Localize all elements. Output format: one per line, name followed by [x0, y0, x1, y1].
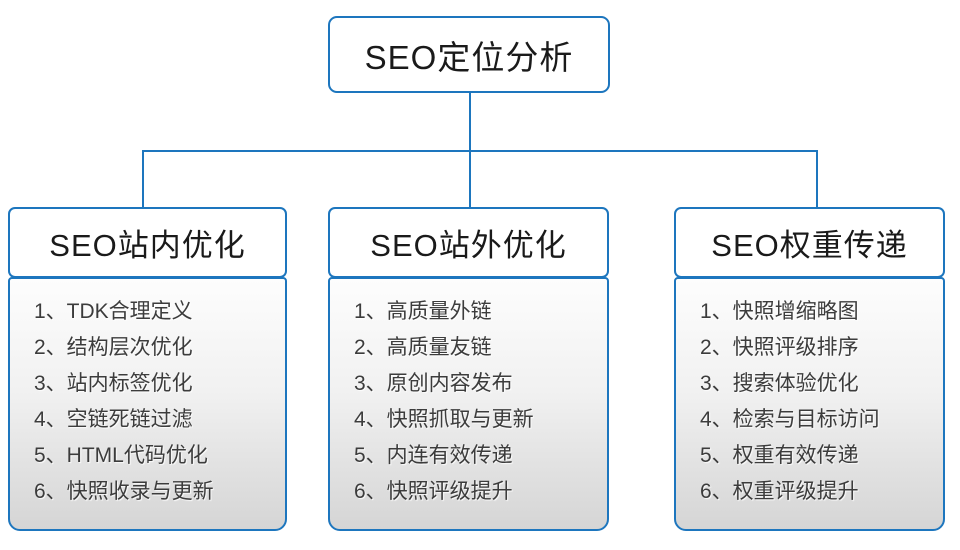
list-item: 2、高质量友链 — [354, 336, 492, 359]
connector-root-stem — [469, 92, 471, 152]
branch-node-offsite: SEO站外优化 — [328, 207, 609, 278]
list-item: 5、内连有效传递 — [354, 444, 513, 467]
branch-node-onsite: SEO站内优化 — [8, 207, 287, 278]
list-item: 1、TDK合理定义 — [34, 300, 193, 323]
branch-list-onsite: 1、TDK合理定义 2、结构层次优化 3、站内标签优化 4、空链死链过滤 5、H… — [8, 277, 287, 531]
branch-node-title: SEO站外优化 — [370, 228, 567, 263]
list-item: 6、快照评级提升 — [354, 480, 513, 503]
list-item: 3、搜索体验优化 — [700, 372, 859, 395]
list-item: 5、HTML代码优化 — [34, 444, 208, 467]
branch-node-weight: SEO权重传递 — [674, 207, 945, 278]
connector-bus-line — [142, 150, 818, 152]
list-item: 6、权重评级提升 — [700, 480, 859, 503]
connector-drop-middle — [469, 150, 471, 208]
list-item: 4、快照抓取与更新 — [354, 408, 534, 431]
list-item: 3、站内标签优化 — [34, 372, 193, 395]
list-item: 4、空链死链过滤 — [34, 408, 193, 431]
branch-node-title: SEO权重传递 — [711, 228, 908, 263]
list-item: 5、权重有效传递 — [700, 444, 859, 467]
list-item: 6、快照收录与更新 — [34, 480, 214, 503]
root-node: SEO定位分析 — [328, 16, 610, 93]
connector-drop-right — [816, 150, 818, 208]
branch-node-title: SEO站内优化 — [49, 228, 246, 263]
list-item: 3、原创内容发布 — [354, 372, 513, 395]
branch-list-offsite: 1、高质量外链 2、高质量友链 3、原创内容发布 4、快照抓取与更新 5、内连有… — [328, 277, 609, 531]
list-item: 1、快照增缩略图 — [700, 300, 859, 323]
list-item: 2、结构层次优化 — [34, 336, 193, 359]
root-node-title: SEO定位分析 — [364, 38, 574, 76]
list-item: 4、检索与目标访问 — [700, 408, 880, 431]
list-item: 1、高质量外链 — [354, 300, 492, 323]
branch-list-weight: 1、快照增缩略图 2、快照评级排序 3、搜索体验优化 4、检索与目标访问 5、权… — [674, 277, 945, 531]
connector-drop-left — [142, 150, 144, 208]
list-item: 2、快照评级排序 — [700, 336, 859, 359]
